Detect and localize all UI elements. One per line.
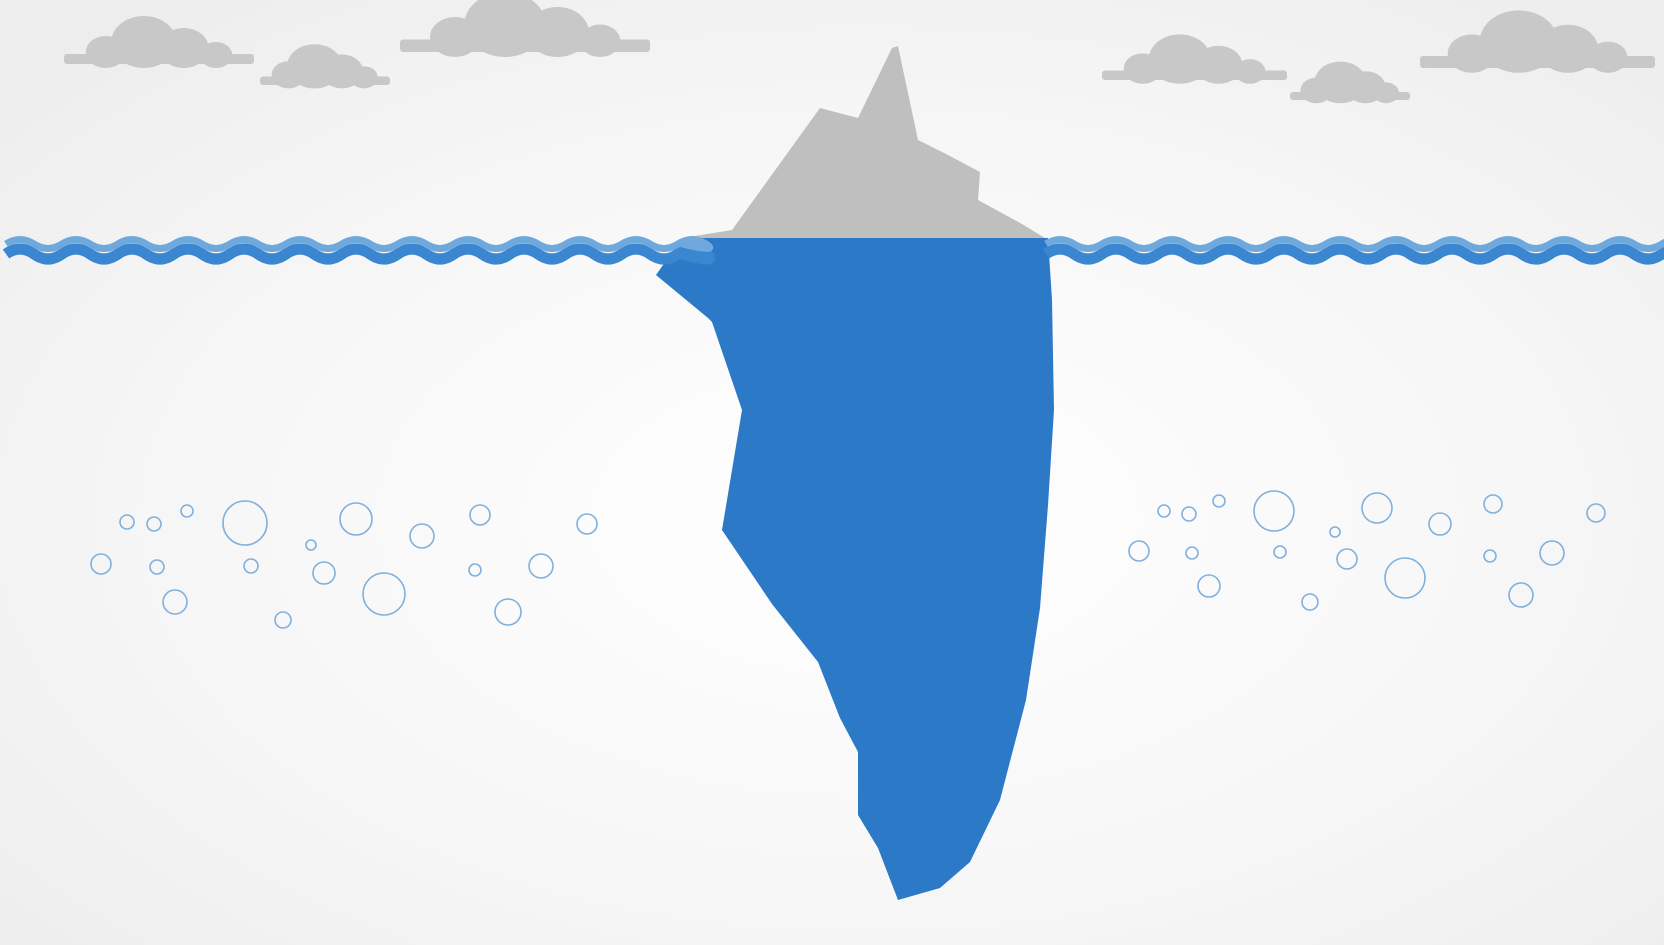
iceberg-slide xyxy=(0,0,1664,945)
iceberg-scene xyxy=(0,0,1664,945)
